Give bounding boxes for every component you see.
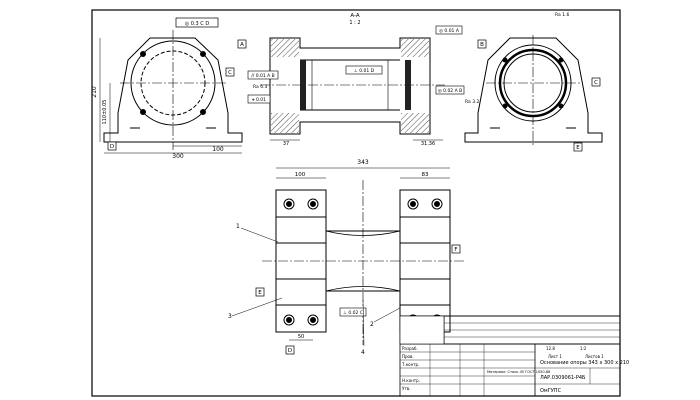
datum-e: E (576, 145, 580, 151)
fcf-mid-4: ◎ 0.02 A B (438, 88, 462, 94)
title-block-side-strip (399, 315, 445, 345)
leader-4 (362, 299, 365, 347)
fcf-mid-3: ⊥ 0.01 D (354, 68, 375, 74)
hatch-right-top (401, 39, 429, 57)
fcf-right-1-box (435, 25, 463, 35)
datum-f-box (451, 244, 461, 254)
right-end-view (464, 35, 603, 145)
fcf-mid-3-box (345, 65, 383, 75)
hatch-left-bottom (271, 113, 299, 133)
fcf-bottom: ⊥ 0.02 C (343, 310, 363, 316)
tb-sheets: Листов 1 (585, 354, 604, 359)
tb-code: ЛАР.0309061-Р4Б (540, 375, 586, 381)
datum-e-plan: E (258, 290, 262, 296)
dim-total-length: 343 (357, 159, 369, 166)
fcf-mid-2-box (247, 94, 271, 104)
tb-material: Материал: Сталь 45 ГОСТ 1050-88 (487, 370, 550, 374)
datum-d-plan: D (288, 348, 292, 354)
datum-d-box (107, 141, 117, 151)
sheet-frame (91, 9, 621, 397)
tb-row-4: Н.контр. (402, 378, 420, 383)
leader-2 (373, 307, 401, 323)
fcf-mid-4-box (435, 85, 465, 95)
dim-base: 300 (172, 153, 184, 160)
dim-height: 210 (91, 86, 98, 98)
left-end-view (99, 30, 243, 154)
fcf-right-1: ◎ 0.01 A (439, 28, 460, 34)
dim-37: 37 (283, 141, 289, 147)
hatch-right-bottom (401, 113, 429, 133)
tb-title: Основание опоры 343 x 300 x 210 (540, 360, 629, 366)
tb-sheet: Лист 1 (548, 354, 562, 359)
datum-a: A (240, 42, 244, 48)
tb-row-3: Т.контр. (401, 362, 419, 367)
dim-side-110: 110±0.05 (102, 100, 108, 125)
leader-label-4: 4 (361, 349, 365, 356)
tb-scale: 1:2 (580, 346, 587, 351)
fcf-mid-1-box (247, 70, 279, 80)
dim-3136: 31.36 (421, 141, 435, 147)
fcf-top-left: ◎ 0.3 C D (185, 21, 210, 27)
section-view (260, 37, 445, 135)
surface-mark-3: Ra 1.6 (555, 12, 570, 18)
bore-right-band (405, 60, 411, 110)
datum-c-box-right (591, 77, 601, 87)
datum-c-left: C (228, 70, 232, 76)
fcf-mid-1: // 0.01 A B (251, 73, 275, 79)
datum-c-box-left (225, 67, 235, 77)
dim-top-100: 100 (295, 172, 306, 178)
scale-note: 1 : 2 (349, 20, 360, 26)
datum-f: F (454, 247, 457, 253)
datum-b-box (477, 39, 487, 49)
datum-e-box-plan (255, 287, 265, 297)
fcf-bottom-box (339, 307, 367, 317)
dim-bot-50: 50 (298, 334, 304, 340)
bore-left-band (300, 60, 306, 110)
dim-top-83: 83 (422, 172, 429, 178)
datum-b: B (480, 42, 484, 48)
tb-mass: 12.8 (546, 346, 555, 351)
tb-row-1: Разраб. (402, 346, 418, 351)
tb-org: ОмГУПС (540, 388, 562, 394)
surface-mark-1: Ra 3.2 (465, 99, 480, 105)
datum-d-box-plan (285, 345, 295, 355)
fcf-top-left-box (175, 17, 219, 28)
hatch-left-top (271, 39, 299, 57)
section-label: A-A (350, 13, 360, 19)
datum-a-box (237, 39, 247, 49)
leader-3 (231, 297, 283, 317)
leader-1 (240, 227, 279, 243)
tb-row-5: Утв. (402, 386, 410, 391)
leader-label-3: 3 (228, 313, 232, 320)
leader-label-1: 1 (236, 223, 240, 230)
fcf-mid-2: ⌖ 0.01 (252, 97, 266, 103)
datum-c-right: C (594, 80, 598, 86)
surface-mark-2: Ra 6.3 (253, 84, 268, 90)
datum-e-box (573, 142, 583, 152)
leader-label-2: 2 (370, 321, 374, 328)
datum-d: D (110, 144, 114, 150)
dim-left-offset: 100 (212, 146, 224, 153)
tb-row-2: Пров. (402, 354, 414, 359)
